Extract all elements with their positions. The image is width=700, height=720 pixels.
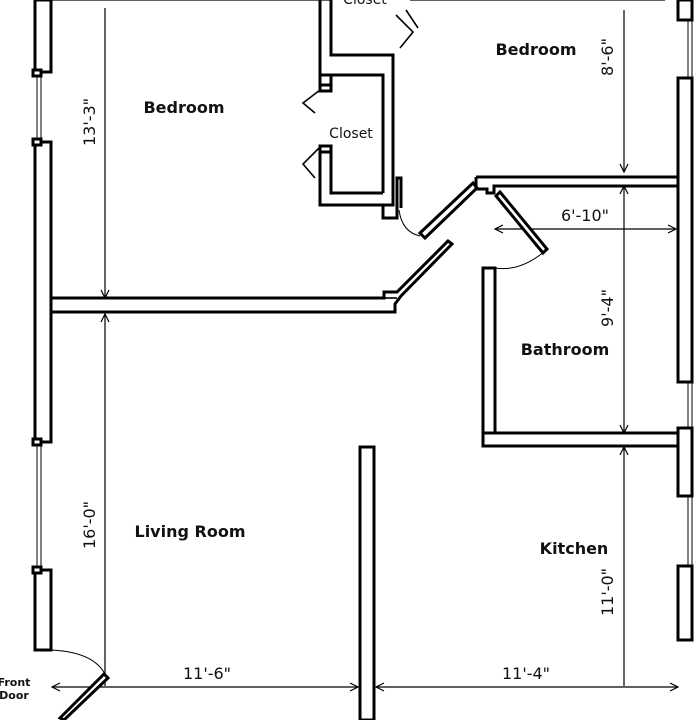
bedroom-left-label: Bedroom (143, 98, 224, 117)
kitchen-label: Kitchen (540, 539, 609, 558)
closet-top-label: Closet (343, 0, 387, 8)
wall-segment (676, 564, 694, 642)
window (31, 68, 43, 147)
top-closet-door (395, 9, 419, 49)
dimension-arrow (667, 224, 678, 234)
window (687, 496, 693, 566)
bedroom-door (398, 180, 480, 241)
window (687, 382, 693, 428)
wall-segment (33, 568, 53, 652)
dimension-lines (50, 0, 680, 692)
bathroom-label: Bathroom (521, 340, 610, 359)
bathroom-width-label: 6'-10" (561, 206, 609, 225)
bedroom-right-height-label: 8'-6" (598, 38, 617, 76)
front-door-label-line1: Front (0, 676, 30, 689)
bathroom-door-leaf (493, 189, 550, 256)
wall-segment (676, 0, 694, 22)
living-room-height-label: 16'-0" (80, 501, 99, 549)
closet-bifold-door (301, 89, 321, 114)
closet-bifold-door (301, 146, 321, 179)
bedroom-right-label: Bedroom (495, 40, 576, 59)
wall-segment (33, 140, 53, 444)
front-door-label: Front Door (0, 676, 30, 702)
dimension-arrow (669, 682, 680, 692)
closet-door-jamb (318, 144, 333, 154)
closet-left-label: Closet (329, 126, 373, 142)
bathroom-bottom-wall (481, 431, 680, 448)
wall-segment (676, 426, 694, 498)
bedroom-left-height-label: 13'-3" (80, 98, 99, 146)
door-leaf (417, 180, 480, 241)
wall-segment (676, 76, 694, 384)
window (31, 437, 43, 575)
left-exterior-wall (31, 0, 53, 652)
dimension-arrow (349, 682, 360, 692)
dimension-arrow (493, 224, 504, 234)
front-door-leaf (57, 671, 111, 720)
kitchen-width-label: 11'-4" (502, 664, 550, 683)
front-door-swing-arc (50, 649, 107, 677)
dimension-arrow (100, 312, 110, 323)
window (687, 20, 693, 78)
bathroom-left-wall (481, 266, 497, 448)
door-swing-arc (398, 209, 421, 237)
dimension-labels: 13'-3" 8'-6" 6'-10" 9'-4" 16'-0" 11'-0" … (80, 38, 617, 683)
dimension-arrow (374, 682, 385, 692)
dimension-arrow (619, 163, 629, 174)
bathroom-door-swing-arc (494, 250, 546, 270)
closet-door-jamb (318, 83, 333, 93)
front-door-label-line2: Door (0, 689, 29, 702)
bathroom-height-label: 9'-4" (598, 289, 617, 327)
room-labels: Bedroom Bedroom Closet Closet Bathroom L… (135, 0, 610, 558)
right-exterior-wall (676, 0, 694, 642)
living-kitchen-partition (358, 445, 376, 720)
bedroom-living-partition (49, 239, 455, 314)
dimension-arrow (50, 682, 61, 692)
bathroom-walls (474, 175, 680, 448)
kitchen-height-label: 11'-0" (598, 568, 617, 616)
living-room-label: Living Room (135, 522, 246, 541)
front-door (50, 649, 111, 720)
living-room-width-label: 11'-6" (183, 664, 231, 683)
left-closet (301, 0, 403, 220)
wall-segment (33, 0, 53, 74)
